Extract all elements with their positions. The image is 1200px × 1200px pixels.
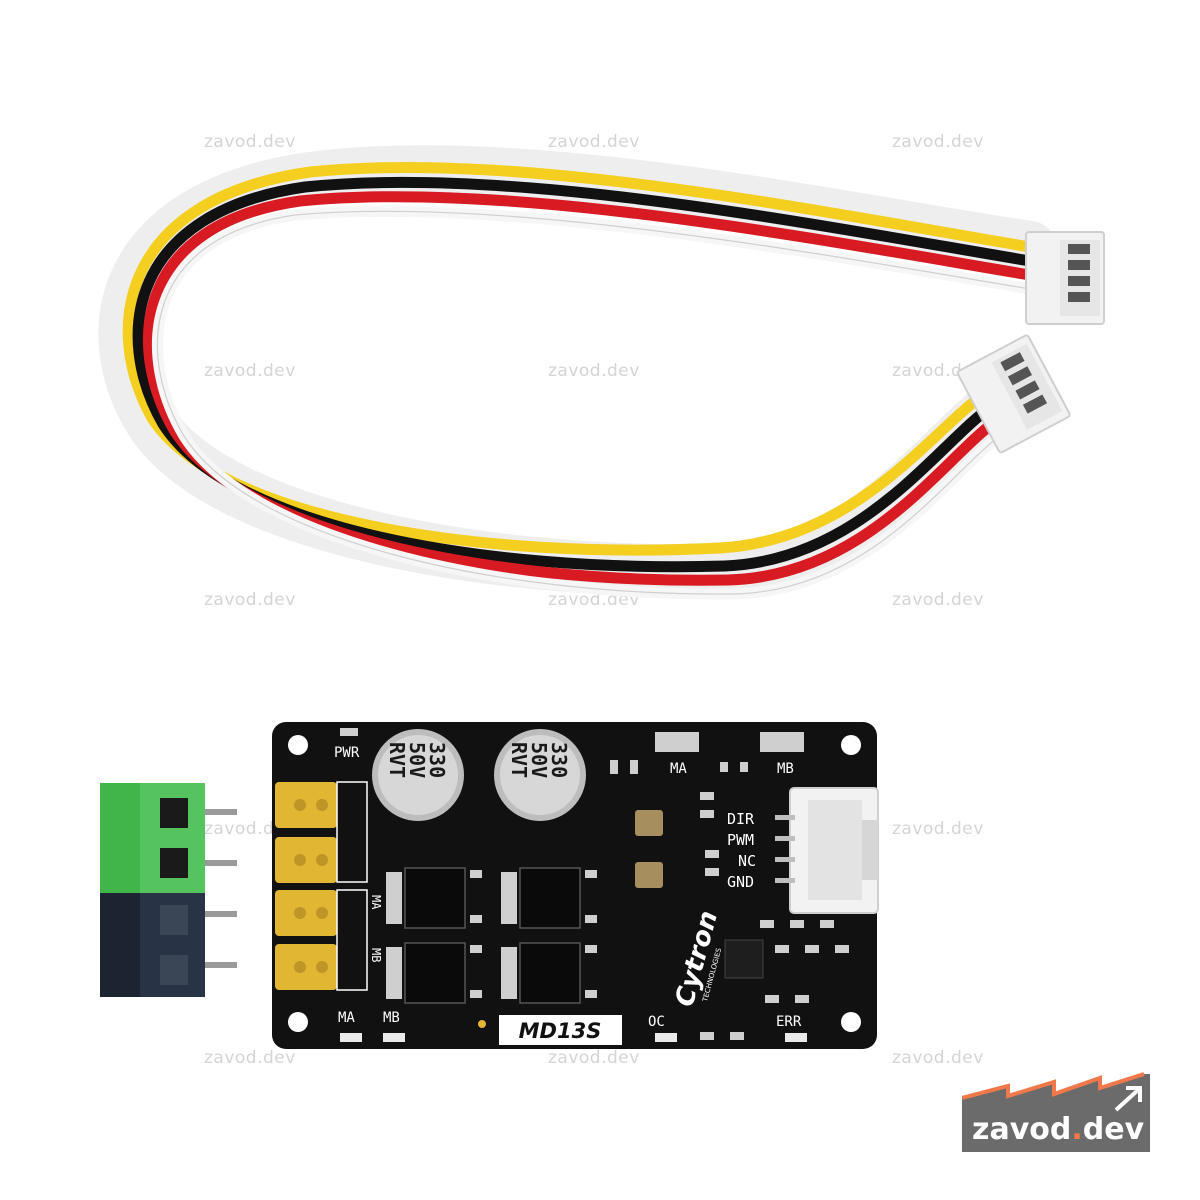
watermark: zavod.dev: [204, 361, 296, 381]
capacitor: 330 50V RVT: [494, 729, 586, 821]
ma-led-label: MA: [338, 1010, 355, 1026]
model-label: MD13S: [519, 1019, 602, 1043]
mb-label: MB: [777, 761, 794, 777]
svg-text:330: 330: [547, 742, 571, 778]
watermark: zavod.dev: [548, 361, 640, 381]
watermark: zavod.dev: [204, 1048, 296, 1068]
cable-connector-top: [1025, 231, 1105, 325]
oc-label: OC: [648, 1014, 665, 1030]
watermark: zavod.dev: [548, 1048, 640, 1068]
watermark: zavod.dev: [892, 590, 984, 610]
capacitor: 330 50V RVT: [372, 729, 464, 821]
ma-output-label: MA: [369, 895, 383, 910]
watermark: zavod.dev: [204, 590, 296, 610]
ma-label: MA: [670, 761, 687, 777]
watermark: zavod.dev: [892, 1048, 984, 1068]
zavod-logo-text: zavod.dev: [972, 1112, 1145, 1147]
control-header: [775, 787, 879, 914]
svg-text:RVT: RVT: [507, 742, 531, 778]
mb-output-label: MB: [369, 948, 383, 962]
pwm-label: PWM: [727, 831, 754, 849]
svg-text:330: 330: [425, 742, 449, 778]
screw-terminal: [100, 783, 237, 997]
zavod-logo: [962, 1072, 1150, 1152]
err-label: ERR: [776, 1014, 802, 1030]
gnd-label: GND: [727, 873, 754, 891]
watermark: zavod.dev: [892, 132, 984, 152]
watermark: zavod.dev: [892, 819, 984, 839]
nc-label: NC: [738, 852, 756, 870]
dir-label: DIR: [727, 810, 755, 828]
svg-text:50V: 50V: [405, 742, 429, 778]
watermark: zavod.dev: [548, 132, 640, 152]
pwr-label: PWR: [334, 745, 360, 761]
grove-cable: [98, 145, 1105, 597]
motor-driver-board: 330 50V RVT 330 50V RVT: [100, 722, 879, 1049]
svg-text:50V: 50V: [527, 742, 551, 778]
cable-connector-bottom: [956, 334, 1071, 454]
svg-text:RVT: RVT: [385, 742, 409, 778]
watermark: zavod.dev: [204, 132, 296, 152]
mb-led-label: MB: [383, 1010, 400, 1026]
